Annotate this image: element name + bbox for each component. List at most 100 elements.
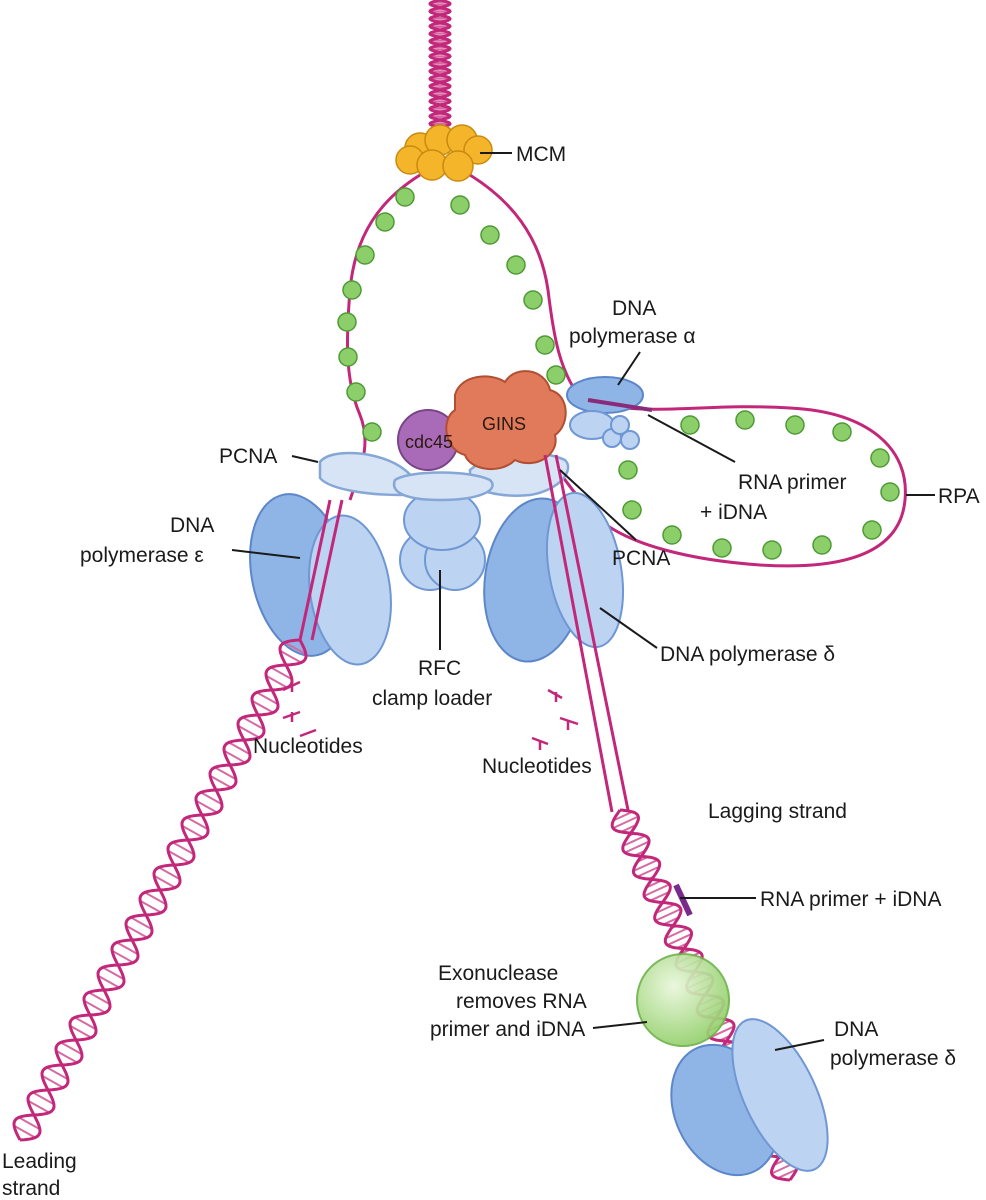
pcna-ring-center bbox=[392, 471, 494, 502]
nucleotides-right bbox=[531, 688, 579, 750]
leading-helix-base-pair bbox=[284, 641, 307, 656]
rpa-proteins bbox=[337, 187, 900, 560]
gins-body bbox=[445, 370, 567, 471]
rpa-bead bbox=[870, 448, 890, 468]
lagging-helix-base-pair bbox=[612, 810, 633, 822]
leading-helix-base-pair bbox=[251, 699, 274, 714]
lagging-helix-base-pair bbox=[643, 883, 670, 897]
rpa-bead bbox=[338, 347, 358, 367]
rpa-bead bbox=[375, 212, 395, 232]
label-mcm: MCM bbox=[516, 143, 566, 166]
exonuclease bbox=[636, 953, 730, 1047]
leading-helix-base-pair bbox=[167, 849, 190, 864]
lagging-helix-base-pair bbox=[665, 927, 689, 940]
leading-helix-base-pair bbox=[195, 799, 218, 814]
label-pol-epsilon-line2: polymerase ε bbox=[80, 544, 204, 567]
leading-helix-base-pair bbox=[13, 1124, 36, 1139]
rpa-bead bbox=[535, 335, 555, 355]
leading-helix-base-pair bbox=[125, 924, 148, 939]
rpa-bead bbox=[680, 415, 700, 435]
leading-helix-base-pair bbox=[242, 716, 265, 731]
lagging-exit-strand bbox=[543, 454, 614, 813]
mcm-subunit bbox=[442, 150, 474, 182]
rpa-bead bbox=[355, 245, 375, 265]
lagging-helix-base-pair bbox=[777, 1168, 798, 1180]
leading-helix-base-pair bbox=[60, 1041, 83, 1056]
rpa-bead bbox=[622, 500, 642, 520]
lagging-helix-base-pair bbox=[620, 824, 637, 833]
leading-helix-base-pair bbox=[97, 974, 120, 989]
leading-helix-base-pair bbox=[237, 724, 260, 739]
label-rna-primer-bottom: RNA primer + iDNA bbox=[760, 888, 941, 911]
bubble-right-strand bbox=[469, 173, 582, 399]
leading-helix-strand-b bbox=[12, 639, 308, 1141]
lagging-helix-base-pair bbox=[663, 916, 679, 926]
label-rna-primer-top-line1: RNA primer bbox=[738, 471, 847, 494]
label-pol-epsilon-line1: DNA bbox=[170, 514, 214, 537]
leading-helix-base-pair bbox=[88, 991, 111, 1006]
label-exonuclease-line2: removes RNA bbox=[456, 990, 587, 1013]
leading-helix-base-pair bbox=[172, 841, 195, 856]
leading-helix-base-pair bbox=[46, 1066, 69, 1081]
rpa-bead bbox=[395, 187, 415, 207]
rpa-bead bbox=[762, 540, 782, 560]
leading-helix-base-pair bbox=[279, 649, 302, 664]
leading-helix-base-pair bbox=[83, 999, 106, 1014]
label-pol-delta: DNA polymerase δ bbox=[660, 643, 835, 666]
leading-helix-base-pair bbox=[41, 1074, 64, 1089]
leading-helix-base-pair bbox=[223, 749, 246, 764]
label-pol-alpha-line1: DNA bbox=[612, 297, 656, 320]
rpa-bead bbox=[862, 520, 882, 540]
rpa-bead bbox=[712, 538, 732, 558]
lagging-helix-base-pair bbox=[649, 891, 670, 902]
leading-helix-base-pair bbox=[181, 824, 204, 839]
leading-helix-base-pair bbox=[200, 791, 223, 806]
leading-helix-base-pair bbox=[186, 816, 209, 831]
parental-dna-helix bbox=[428, 0, 452, 137]
rpa-bead bbox=[812, 535, 832, 555]
lagging-helix-base-pair bbox=[655, 908, 682, 922]
pol-alpha-subunit bbox=[620, 430, 640, 450]
leading-strand-helix bbox=[12, 499, 344, 1142]
label-rfc-line1: RFC bbox=[418, 657, 461, 680]
dna-polymerase-delta bbox=[483, 491, 624, 663]
leading-helix-base-pair bbox=[102, 966, 125, 981]
leading-helix-base-pair bbox=[116, 941, 139, 956]
rpa-bead bbox=[832, 422, 852, 442]
leading-helix-base-pair bbox=[158, 866, 181, 881]
leading-helix-base-pair bbox=[32, 1091, 55, 1106]
rpa-bead bbox=[618, 460, 638, 480]
rpa-bead bbox=[506, 255, 526, 275]
lagging-helix-base-pair bbox=[636, 865, 660, 878]
label-pol-delta2-line2: polymerase δ bbox=[830, 1047, 956, 1070]
dna-polymerase-epsilon bbox=[249, 493, 392, 666]
label-nucleotides-left: Nucleotides bbox=[253, 735, 363, 758]
leading-helix-base-pair bbox=[144, 891, 167, 906]
rpa-bead bbox=[342, 280, 362, 300]
rpa-bead bbox=[480, 225, 500, 245]
leading-helix-base-pair bbox=[27, 1099, 50, 1114]
lagging-helix-base-pair bbox=[624, 840, 650, 854]
mcm-helicase bbox=[395, 124, 493, 182]
rfc-clamp-loader bbox=[399, 489, 486, 591]
label-exonuclease-line3: primer and iDNA bbox=[430, 1018, 585, 1041]
leading-helix-base-pair bbox=[18, 1116, 41, 1131]
leading-helix-base-pair bbox=[153, 874, 176, 889]
lagging-helix-base-pair bbox=[612, 815, 639, 830]
leader-lines bbox=[231, 152, 935, 1051]
leading-helix-base-pair bbox=[256, 691, 279, 706]
rpa-bead bbox=[735, 410, 755, 430]
leading-helix-base-pair bbox=[74, 1016, 97, 1031]
leading-helix-base-pair bbox=[69, 1024, 92, 1039]
leading-helix-base-pair bbox=[55, 1049, 78, 1064]
rpa-bead bbox=[346, 382, 366, 402]
rpa-bead bbox=[337, 312, 357, 332]
leading-helix-base-pair bbox=[130, 916, 153, 931]
leading-helix-base-pair bbox=[139, 899, 162, 914]
label-leading-line1: Leading bbox=[2, 1150, 77, 1173]
lagging-helix-base-pair bbox=[655, 903, 676, 914]
leading-exit-strand bbox=[310, 499, 344, 641]
label-exonuclease-line1: Exonuclease bbox=[438, 962, 558, 985]
lagging-helix-base-pair bbox=[666, 933, 693, 946]
